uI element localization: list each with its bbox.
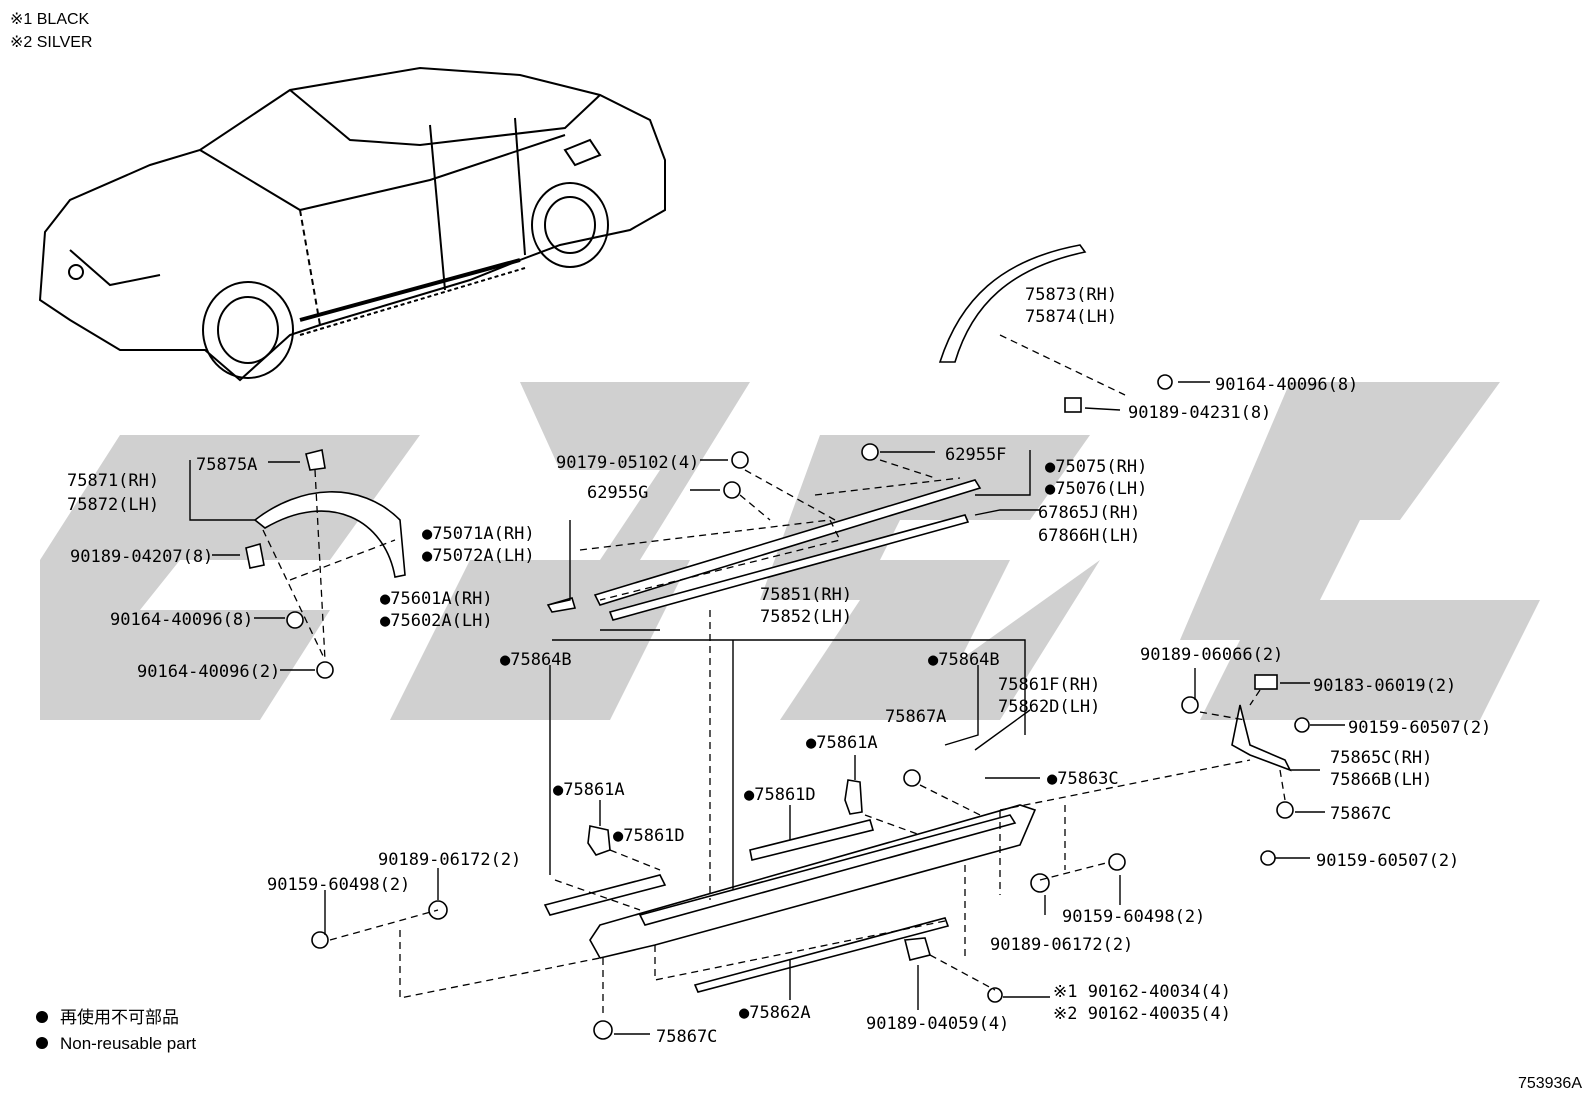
legend-text-jp: 再使用不可部品 [60, 1007, 179, 1028]
part-label: 90189-04059(4) [866, 1014, 1009, 1034]
part-label: 90159-60498(2) [267, 875, 410, 895]
part-label: ●75076(LH) [1045, 479, 1147, 499]
part-label: 67866H(LH) [1038, 526, 1140, 546]
emblem-75601A [546, 597, 577, 613]
part-label: ●75601A(RH) [380, 589, 493, 609]
part-label: 90189-06172(2) [378, 850, 521, 870]
clip-90189-04059 [903, 937, 932, 961]
illustration-id: 753936A [1518, 1075, 1582, 1092]
watermark-logo [40, 382, 1540, 720]
part-label: 75851(RH) [760, 585, 852, 605]
part-label: 75867C [656, 1027, 717, 1047]
screw-90164-40096-8 [286, 611, 304, 629]
clip-75867C-rear [1276, 801, 1294, 819]
part-number-labels: 75873(RH)75874(LH) 90164-40096(8) 90189-04… [67, 285, 1491, 1047]
part-label: 75871(RH) [67, 471, 159, 491]
screw-90159-60507-a [1294, 717, 1310, 733]
fender-liner-front [253, 491, 406, 578]
nut-90183-06019 [1254, 674, 1278, 690]
clip-90179-05102 [731, 451, 749, 469]
legend-bullet-icon [36, 1037, 48, 1049]
screw-90162-40034 [987, 987, 1003, 1003]
side-skirt-inner [638, 814, 1017, 926]
screw-90164-40096-2 [316, 661, 334, 679]
part-label: ●75075(RH) [1045, 457, 1147, 477]
part-label: 62955F [945, 445, 1006, 465]
part-label: 75867C [1330, 804, 1391, 824]
rocker-molding-lower [608, 514, 970, 621]
part-label: 90179-05102(4) [556, 453, 699, 473]
nut-90189-04231 [1064, 397, 1082, 413]
part-label: ●75862A [739, 1003, 811, 1023]
part-label: ●75602A(LH) [380, 611, 493, 631]
part-label: 75867A [885, 707, 946, 727]
part-label: 75875A [196, 455, 257, 475]
part-label: 90189-06172(2) [990, 935, 1133, 955]
part-label: ※1 90162-40034(4) [1053, 982, 1231, 1002]
part-label: 75861F(RH) [998, 675, 1100, 695]
fasteners [245, 374, 1310, 1040]
rocker-molding-upper [593, 479, 982, 606]
part-label: ●75864B [928, 650, 1000, 670]
screw-90159-60498-rear [1108, 853, 1126, 871]
note-black: ※1 BLACK [10, 11, 90, 28]
part-label: 90183-06019(2) [1313, 676, 1456, 696]
part-label: ●75861A [553, 780, 625, 800]
part-label: ●75861D [613, 826, 685, 846]
nut-90189-06066 [1181, 696, 1199, 714]
part-label: 75874(LH) [1025, 307, 1117, 327]
part-label: 67865J(RH) [1038, 503, 1140, 523]
part-label: 62955G [587, 483, 648, 503]
car-illustration [38, 66, 666, 382]
part-label: 75852(LH) [760, 607, 852, 627]
clip-75861A-front [587, 825, 611, 856]
part-label: ※2 90162-40035(4) [1053, 1004, 1231, 1024]
screw-90159-60498-front [311, 931, 329, 949]
nut-90189-04207 [245, 542, 265, 569]
nut-90189-06172-rear [1030, 873, 1050, 893]
part-label: 90164-40096(2) [137, 662, 280, 682]
seal-mid [749, 819, 875, 861]
legend-text-en: Non-reusable part [60, 1034, 196, 1053]
part-label: 90164-40096(8) [1215, 375, 1358, 395]
part-label: 75862D(LH) [998, 697, 1100, 717]
part-label: 75866B(LH) [1330, 770, 1432, 790]
part-label: 75865C(RH) [1330, 748, 1432, 768]
screw-90164-40096 [1157, 374, 1173, 390]
clip-75861A-mid [844, 779, 863, 815]
part-label: ●75864B [500, 650, 572, 670]
screw-90159-60507-b [1260, 850, 1276, 866]
part-label: 90164-40096(8) [110, 610, 253, 630]
part-label: ●75863C [1047, 769, 1119, 789]
legend-bullet-icon [36, 1011, 48, 1023]
part-label: ●75071A(RH) [422, 524, 535, 544]
part-label: 75872(LH) [67, 495, 159, 515]
assembly-dashed-lines [262, 334, 1286, 1018]
part-label: 90159-60507(2) [1348, 718, 1491, 738]
part-label: 90159-60498(2) [1062, 907, 1205, 927]
part-label: ●75861A [806, 733, 878, 753]
seal-front [543, 874, 667, 916]
part-label: ●75072A(LH) [422, 546, 535, 566]
part-label: 90159-60507(2) [1316, 851, 1459, 871]
part-label: ●75861D [744, 785, 816, 805]
clip-62955F [861, 443, 879, 461]
part-label: 75873(RH) [1025, 285, 1117, 305]
part-label: 90189-06066(2) [1140, 645, 1283, 665]
part-label: 90189-04231(8) [1128, 403, 1271, 423]
clip-75875A [305, 449, 326, 471]
clip-75867A [903, 769, 921, 787]
part-label: 90189-04207(8) [70, 547, 213, 567]
parts-shapes [253, 244, 1292, 993]
note-silver: ※2 SILVER [10, 34, 92, 51]
bottom-molding [693, 917, 950, 993]
clip-75867C-front [593, 1020, 613, 1040]
clip-62955G [723, 481, 741, 499]
fender-liner-rear [938, 244, 1087, 363]
